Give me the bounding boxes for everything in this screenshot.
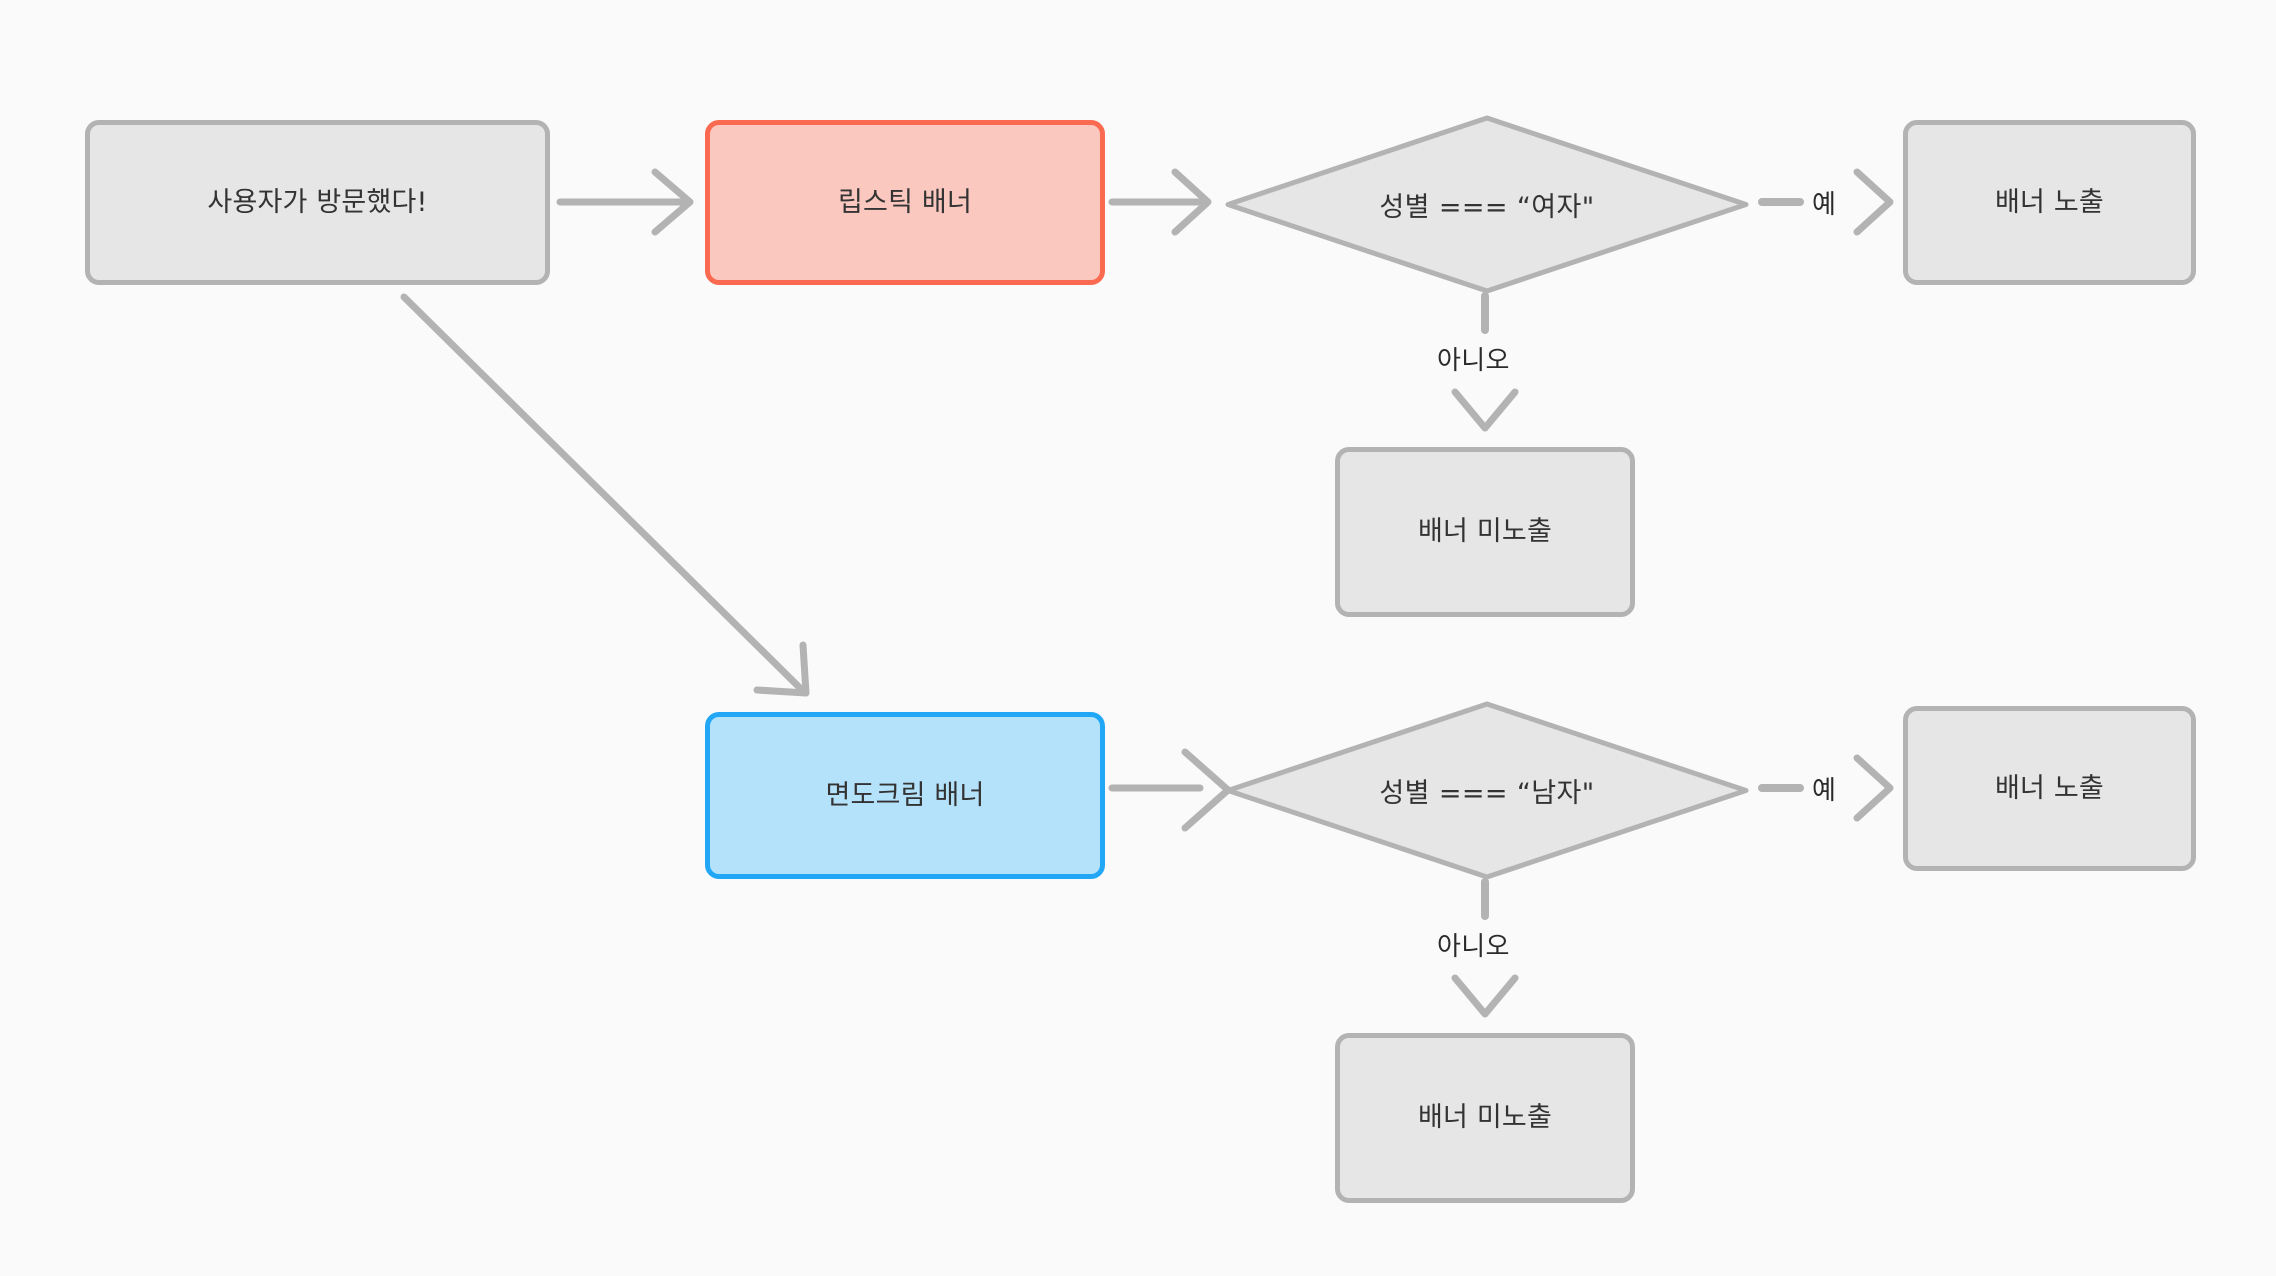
node-show-banner-bottom[interactable]: 배너 노출 <box>1903 706 2196 871</box>
edge-start-to-lipstick-head <box>651 168 694 236</box>
node-decision-female[interactable]: 성별 === “여자" <box>1222 112 1752 297</box>
node-decision-male[interactable]: 성별 === “남자" <box>1222 698 1752 883</box>
node-show-banner-top[interactable]: 배너 노출 <box>1903 120 2196 285</box>
node-hide-banner-top-label: 배너 미노출 <box>1418 516 1552 548</box>
node-hide-banner-bottom-label: 배너 미노출 <box>1418 1102 1552 1134</box>
node-decision-female-label: 성별 === “여자" <box>1379 192 1595 223</box>
edge-label-yes-bottom: 예 <box>1812 776 1837 806</box>
node-show-banner-top-label: 배너 노출 <box>1995 186 2104 218</box>
edge-label-no-bottom: 아니오 <box>1437 932 1510 962</box>
diamond-shape <box>1225 701 1749 880</box>
edge-male-no-head <box>1451 974 1519 1018</box>
edge-male-yes-head <box>1853 754 1894 822</box>
node-hide-banner-bottom[interactable]: 배너 미노출 <box>1335 1033 1635 1203</box>
node-show-banner-bottom-label: 배너 노출 <box>1995 772 2104 804</box>
edge-female-yes-head <box>1853 168 1894 236</box>
node-shaving-cream-banner-label: 면도크림 배너 <box>825 779 985 811</box>
node-lipstick-banner[interactable]: 립스틱 배너 <box>705 120 1105 285</box>
edge-label-no-top: 아니오 <box>1437 346 1510 376</box>
node-start[interactable]: 사용자가 방문했다! <box>85 120 550 285</box>
node-decision-male-label: 성별 === “남자" <box>1379 778 1595 809</box>
edge-label-yes-top: 예 <box>1812 190 1837 220</box>
edge-start-to-shaving-line <box>400 293 804 692</box>
diamond-shape <box>1225 115 1749 294</box>
edge-lipstick-to-decision-head <box>1171 168 1212 236</box>
node-shaving-cream-banner[interactable]: 면도크림 배너 <box>705 712 1105 879</box>
edge-start-to-shaving-head <box>753 641 810 697</box>
node-hide-banner-top[interactable]: 배너 미노출 <box>1335 447 1635 617</box>
node-lipstick-banner-label: 립스틱 배너 <box>838 186 972 218</box>
edge-female-no-head <box>1451 388 1519 432</box>
node-start-label: 사용자가 방문했다! <box>207 186 428 218</box>
